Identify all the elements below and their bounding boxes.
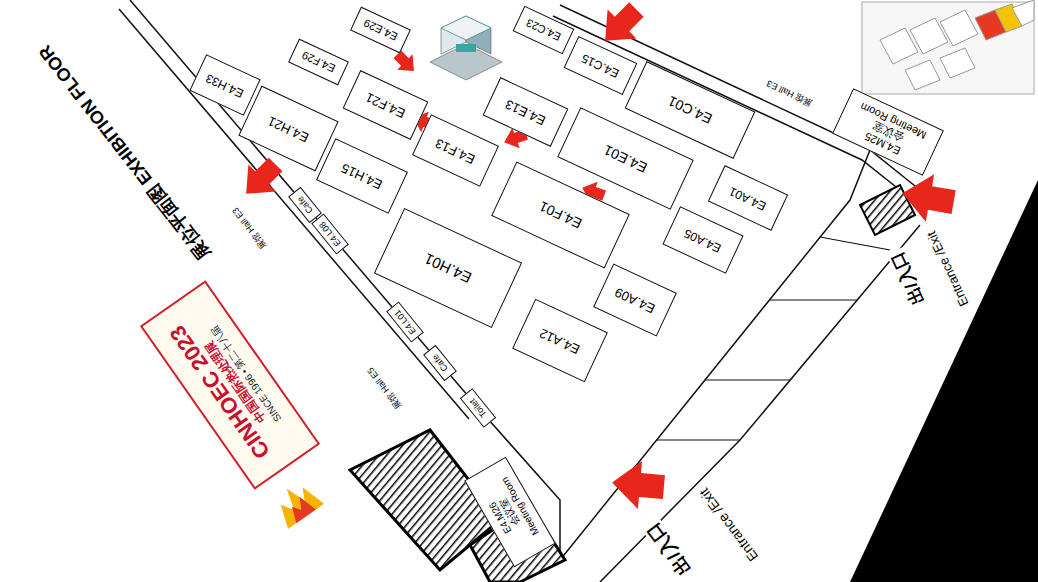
logo-box: CINHOEC 2023中国国际热处理展SINCE 1996 • 第二十八届 [140, 280, 320, 490]
map-label: 出/入口 [641, 516, 695, 579]
service-box: Cafe [423, 345, 457, 381]
booth-number: E4.A05 [682, 225, 724, 254]
booth-box: E4.H15 [316, 138, 408, 213]
booth-box: E4.E29 [350, 7, 411, 54]
map-label: 出/入口 [886, 247, 929, 309]
flame-shape [285, 493, 316, 523]
facility-name: Cafe [295, 194, 315, 215]
model-accent [456, 44, 476, 52]
flame-shape [269, 476, 325, 529]
booth-number: E4.F29 [299, 49, 336, 75]
booth-box: E4.C15 [563, 35, 637, 94]
model-roof [441, 16, 491, 40]
booth-box: E4.A09 [593, 263, 677, 336]
map-label: 展馆 Hall E5 [364, 364, 405, 413]
booth-box: E4.A05 [662, 206, 743, 274]
booth-number: E4.H21 [265, 112, 311, 144]
booth-number: E4.H01 [422, 250, 475, 287]
booth-number: E4.A09 [613, 284, 658, 316]
map-label: 展馆 Hall E3 [229, 204, 270, 253]
booth-number: E4.E01 [601, 141, 649, 175]
map-label: Entrance /Exit [923, 226, 972, 309]
booth-number: E4.F21 [363, 89, 407, 120]
booth-number: E4.E13 [503, 96, 548, 128]
booth-number: E4.E29 [361, 17, 399, 44]
mini-map-hall [1012, 0, 1034, 26]
booth-number: E4.H15 [339, 160, 385, 192]
room-partition [705, 379, 790, 380]
room-partition [820, 237, 890, 250]
booth-box: E4.A12 [512, 298, 608, 382]
booth-box: E4.A01 [708, 165, 788, 231]
mini-map-hall [905, 60, 940, 90]
booth-number: E4.F13 [433, 134, 477, 165]
room-partition [656, 439, 740, 440]
map-label: Entrance /Exit [694, 484, 762, 566]
booth-box: E4.H33 [189, 54, 260, 116]
plan-title: 展位平面图 EXHIBITION FLOOR [34, 39, 217, 265]
facility-name: E4.L08 [317, 220, 343, 249]
room-partition [769, 299, 857, 300]
booth-box: E4.H21 [238, 85, 338, 171]
booth-box: E4.C23 [512, 6, 574, 55]
booth-number: E4.A12 [538, 324, 583, 356]
booth-number: E4.C15 [579, 50, 621, 79]
red-arrow [898, 170, 958, 226]
booth-box: E4.F21 [342, 70, 428, 140]
booth-model [430, 16, 502, 80]
facility-name: Cafe [430, 352, 450, 373]
facility-name: E4.L01 [392, 308, 418, 337]
red-arrow [233, 151, 290, 208]
red-arrow [390, 47, 422, 79]
booth-number: E4.C01 [665, 93, 714, 127]
service-box: E4.L08 [311, 213, 349, 254]
service-box: E4.L01 [386, 301, 424, 342]
mini-map-hall [940, 48, 975, 78]
facility-name: Toilet [467, 397, 488, 420]
service-box: Toilet [460, 388, 496, 428]
photo-background [850, 180, 1038, 582]
booth-number: E4.A01 [727, 183, 769, 212]
red-arrow [610, 459, 666, 511]
booth-number: E4.C23 [524, 17, 563, 44]
mini-map [862, 2, 1034, 94]
hall-wall [600, 225, 920, 582]
meeting-room-box: E4.M25会议室Meeting Room [832, 88, 944, 176]
logo-flame [269, 476, 325, 529]
mini-map-hall [940, 10, 978, 46]
booth-number: E4.F01 [536, 198, 584, 232]
booth-box: E4.F29 [288, 39, 349, 86]
booth-number: E4.H33 [204, 70, 246, 99]
